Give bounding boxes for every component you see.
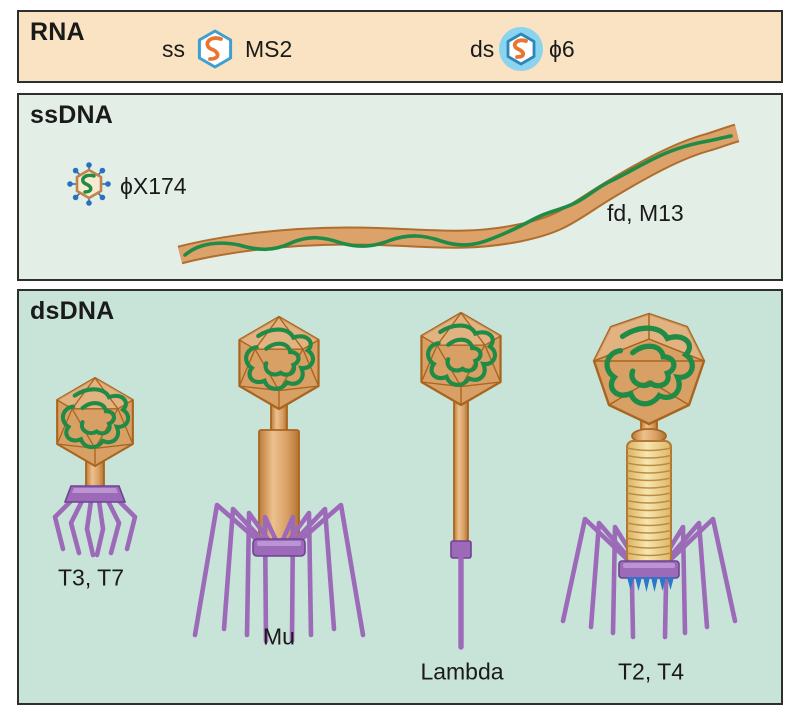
strand-label-ss: ss xyxy=(162,36,185,62)
phage-label-phi6: ϕ6 xyxy=(549,36,575,62)
phix174-capsid-icon xyxy=(66,161,112,207)
phage-t2-t4 xyxy=(560,312,738,640)
panel-ssdna: ssDNA ϕX174 xyxy=(17,93,783,281)
phi6-capsid-icon xyxy=(498,26,544,72)
phage-label-phix174: ϕX174 xyxy=(120,173,187,199)
panel-title-dsdna: dsDNA xyxy=(30,297,115,325)
phage-lambda xyxy=(420,311,502,650)
filamentous-phage-illustration xyxy=(177,123,740,265)
dsdna-phages-illustration xyxy=(52,311,738,650)
ms2-capsid-icon xyxy=(196,28,234,70)
panel-dsdna: dsDNA xyxy=(17,289,783,705)
phage-label-lambda: Lambda xyxy=(420,658,504,685)
phage-label-ms2: MS2 xyxy=(245,36,293,62)
phage-t3-t7 xyxy=(52,376,138,558)
phage-label-mu: Mu xyxy=(263,623,295,650)
phage-mu xyxy=(192,315,366,644)
panel-title-ssdna: ssDNA xyxy=(30,101,113,129)
panel-title-rna: RNA xyxy=(30,18,85,46)
phage-label-fd-m13: fd, M13 xyxy=(607,200,684,226)
panel-rna: RNA ss MS2 ds ϕ6 xyxy=(17,10,783,83)
phage-label-t3-t7: T3, T7 xyxy=(57,564,125,591)
phage-label-t2-t4: T2, T4 xyxy=(617,658,685,685)
strand-label-ds: ds xyxy=(470,36,495,62)
